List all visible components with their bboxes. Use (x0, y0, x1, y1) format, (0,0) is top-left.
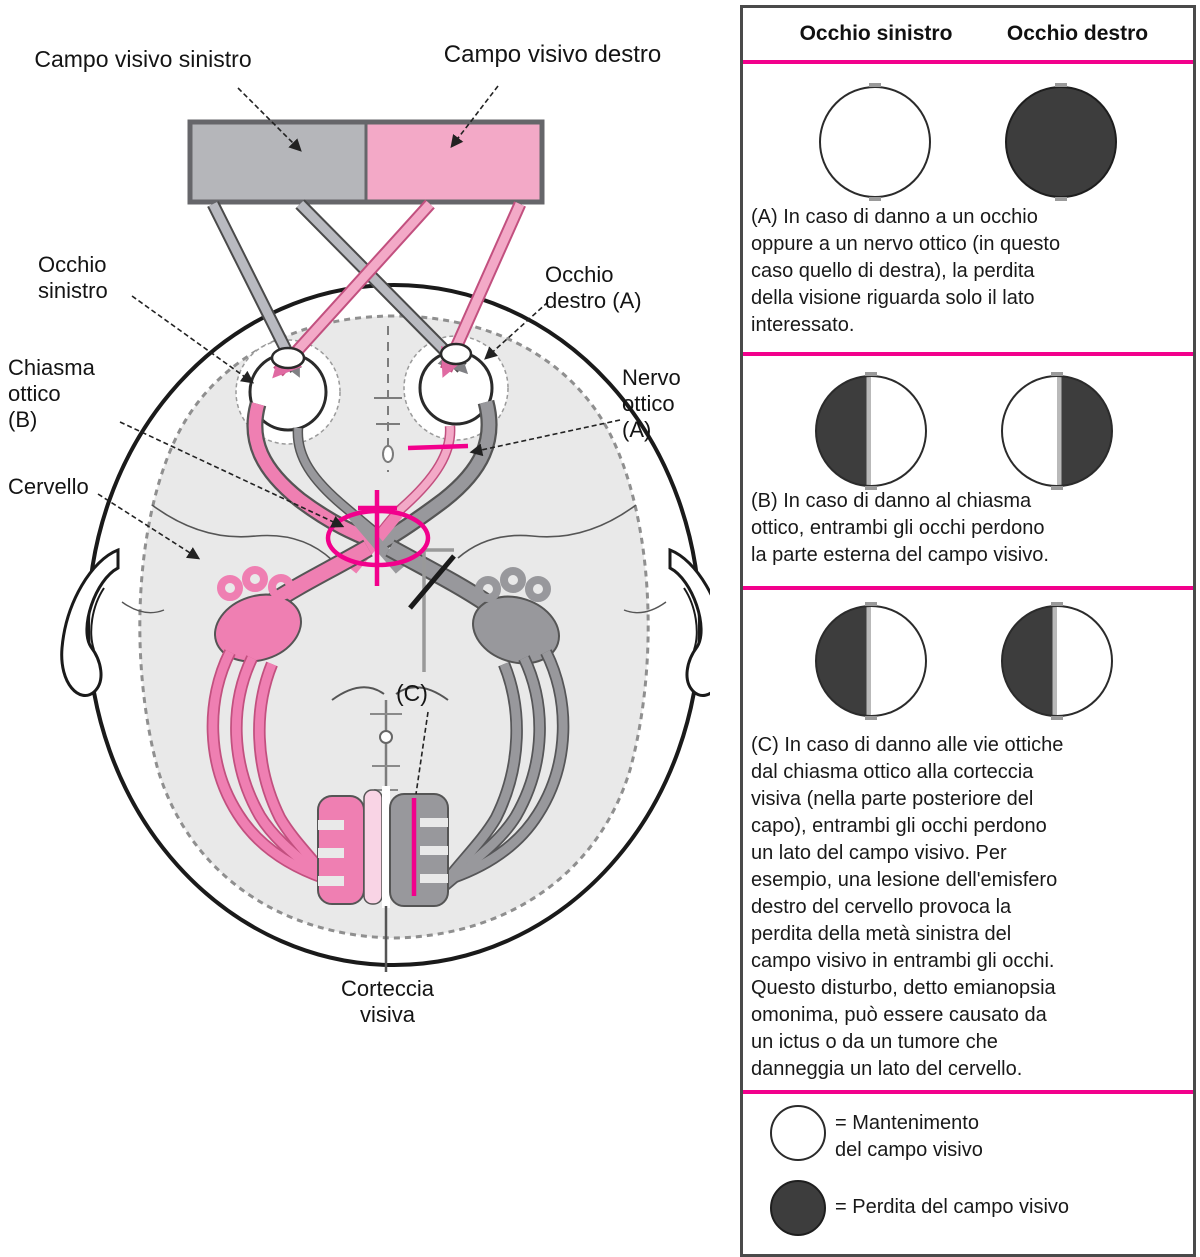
label-nervo-ottico: Nervo ottico (A) (622, 365, 681, 442)
left-field-bands (207, 199, 469, 378)
panel-header-left-eye: Occhio sinistro (799, 22, 953, 45)
row-b-right-eye (1001, 372, 1113, 490)
lesion-a-marker (407, 443, 469, 451)
right-field-bands (272, 199, 526, 379)
label-campo-visivo-sinistro: Campo visivo sinistro (34, 46, 252, 72)
brain-top-view-illustration (60, 85, 710, 972)
divider-b (743, 586, 1193, 590)
frontal-midline (374, 326, 402, 472)
label-occhio-sinistro: Occhio sinistro (38, 252, 108, 303)
legend-loss-icon (770, 1180, 826, 1236)
row-a-right-eye (1005, 83, 1117, 201)
legend-keep-label: = Mantenimento del campo visivo (835, 1112, 983, 1161)
label-occhio-destro: Occhio destro (A) (545, 262, 642, 313)
legend-keep-icon (770, 1105, 826, 1161)
section-c-text: (C) In caso di danno alle vie ottiche da… (751, 734, 1064, 1080)
divider-a (743, 352, 1193, 356)
leader-lines (97, 85, 621, 972)
row-a-left-eye (819, 83, 931, 201)
label-corteccia-visiva: Corteccia visiva (341, 976, 434, 1027)
divider-header (743, 60, 1193, 64)
midline-structures (331, 686, 449, 792)
label-campo-visivo-destro: Campo visivo destro (443, 41, 662, 68)
row-c-right-eye (1001, 602, 1113, 720)
left-ear (60, 547, 120, 697)
section-a-text: (A) In caso di danno a un occhio oppure … (751, 206, 1061, 336)
section-b-text: (B) In caso di danno al chiasma ottico, … (751, 490, 1049, 566)
label-chiasma-ottico: Chiasma ottico (B) (8, 355, 95, 432)
label-cervello: Cervello (8, 474, 89, 499)
eye-lenses (270, 342, 473, 370)
legend-loss-label: = Perdita del campo visivo (835, 1196, 1070, 1218)
right-ear (668, 547, 710, 697)
visual-cortex (317, 786, 449, 908)
row-c-left-eye (815, 602, 927, 720)
visual-field-bar (187, 119, 545, 205)
lesion-c-bracket (408, 548, 456, 672)
label-c-marker: (C) (396, 680, 428, 706)
lesion-b-marker (325, 490, 431, 586)
row-b-left-eye (815, 372, 927, 490)
panel-header-right-eye: Occhio destro (1006, 22, 1149, 45)
visual-field-panel: Occhio sinistro Occhio destro (A) In cas… (740, 5, 1196, 1257)
divider-c (743, 1090, 1193, 1094)
optic-tracts (206, 539, 570, 898)
